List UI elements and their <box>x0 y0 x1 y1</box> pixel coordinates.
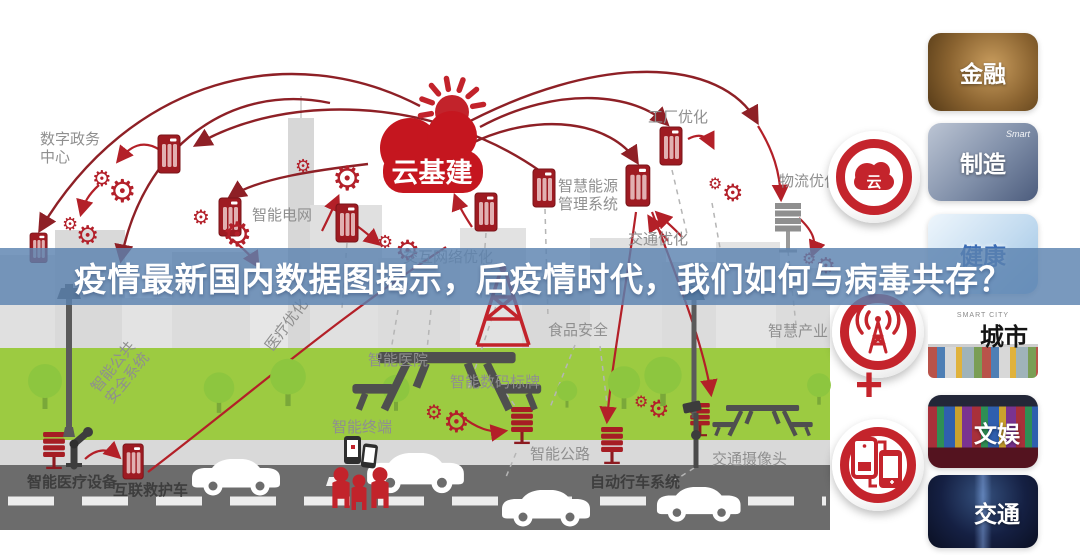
cloud-char: 云 <box>866 174 881 191</box>
server-icon <box>474 192 498 232</box>
antenna-glyph <box>855 306 901 354</box>
smart-city-caption: SMART CITY <box>956 312 1010 319</box>
gear-icon: ⚙ <box>722 179 744 207</box>
label-smart-energy: 智慧能源管理系统 <box>558 178 619 213</box>
label-factory-opt: 工厂优化 <box>648 109 709 126</box>
cloud-glyph: 云 <box>854 162 894 191</box>
label-traffic-camera: 交通摄像头 <box>712 451 788 468</box>
ambulance-server-icon <box>122 443 144 480</box>
gear-icon: ⚙ <box>295 156 311 177</box>
tile-finance: 金融 <box>928 33 1038 111</box>
tile-entertainment-label: 文娱 <box>974 420 1020 447</box>
label-logistics-opt: 物流优化 <box>779 173 840 190</box>
smart-logo: Smart <box>1005 129 1030 139</box>
phones-glyph <box>851 437 902 488</box>
gear-icon: ⚙ <box>92 167 112 192</box>
headline-text: 疫情最新国内数据图揭示，后疫情时代，我们如何与病毒共存？ <box>74 260 1012 298</box>
server-icon <box>532 168 556 208</box>
label-smart-industry: 智慧产业 <box>768 323 829 340</box>
label-auto-driving: 自动行车系统 <box>590 474 681 491</box>
phones-circle-icon <box>832 419 924 511</box>
gear-icon: ⚙ <box>76 221 99 251</box>
cloud-circle-icon: 云 <box>828 131 920 223</box>
label-connected-ambulance: 互联救护车 <box>113 482 189 499</box>
dashed-connectors <box>341 169 797 485</box>
phone-icon <box>344 436 361 464</box>
cloud-hub-label: 云基建 <box>392 158 473 188</box>
gear-icon: ⚙ <box>648 395 670 423</box>
city-buildings-strip <box>928 344 1038 378</box>
gear-icon: ⚙ <box>443 405 470 440</box>
gear-icon: ⚙ <box>634 392 648 411</box>
plus-icon: + <box>855 359 884 412</box>
robot-arm-icon <box>66 427 93 470</box>
label-smart-grid: 智能电网 <box>252 207 313 224</box>
network-arcs <box>38 70 759 264</box>
label-smart-medical-device: 智能医疗设备 <box>27 474 118 491</box>
server-icon <box>625 164 651 207</box>
server-icon <box>659 126 683 166</box>
label-smart-terminal: 智能终端 <box>332 419 393 436</box>
gear-icon: ⚙ <box>377 232 393 253</box>
server-icon <box>335 203 359 243</box>
people-with-phones <box>326 436 389 510</box>
label-digital-signage: 智能数码标牌 <box>450 374 541 391</box>
gear-icon: ⚙ <box>62 214 78 235</box>
tile-city-label: 城市 <box>980 324 1028 351</box>
gear-icon: ⚙ <box>108 172 137 210</box>
traffic-camera-icon <box>682 400 702 468</box>
gear-icon: ⚙ <box>192 205 210 229</box>
tile-transport-label: 交通 <box>974 500 1020 527</box>
tile-city: SMART CITY 城市 <box>928 308 1038 378</box>
tile-finance-label: 金融 <box>960 61 1006 87</box>
tile-manufacturing: Smart 制造 <box>928 123 1038 201</box>
label-smart-hospital: 智能医院 <box>368 352 429 369</box>
label-digital-gov-center: 数字政务中心 <box>40 131 101 166</box>
tile-manufacturing-label: 制造 <box>960 151 1006 177</box>
label-traffic-opt: 交通优化 <box>628 231 689 248</box>
headline-banner: 疫情最新国内数据图揭示，后疫情时代，我们如何与病毒共存？ <box>0 248 1080 305</box>
gear-icon: ⚙ <box>425 400 443 424</box>
server-icon <box>157 134 181 174</box>
label-food-safety: 食品安全 <box>548 322 609 339</box>
cloud-icon <box>380 111 483 193</box>
cloud-hub: 云基建 <box>380 75 487 193</box>
gear-icon: ⚙ <box>708 174 722 193</box>
gear-icon: ⚙ <box>332 159 362 199</box>
label-smart-road: 智能公路 <box>530 446 591 463</box>
tile-entertainment: 文娱 <box>928 395 1038 468</box>
phone-icon <box>360 443 378 469</box>
tile-transport: 交通 <box>928 475 1038 548</box>
